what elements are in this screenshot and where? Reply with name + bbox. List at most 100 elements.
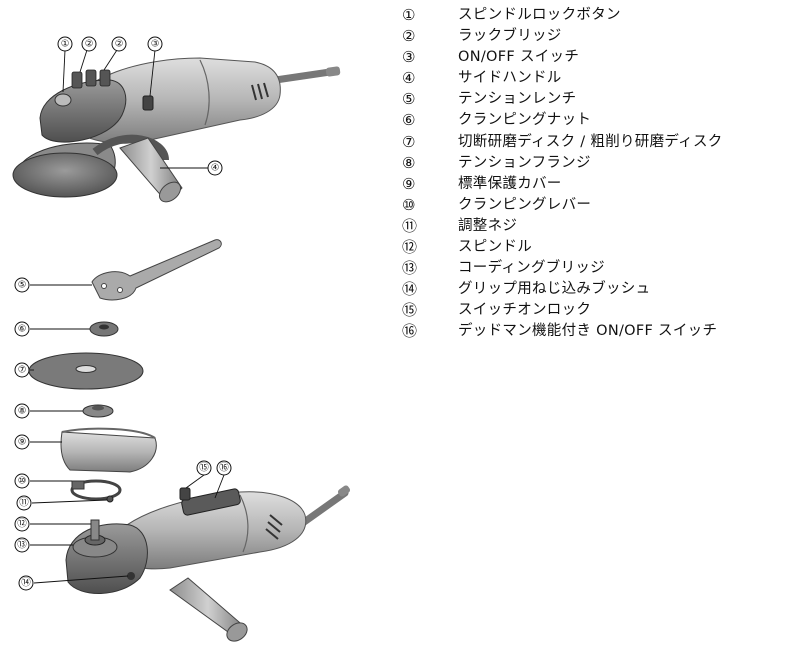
legend-item: ⑫ スピンドル bbox=[402, 237, 802, 258]
legend-label: デッドマン機能付き ON/OFF スイッチ bbox=[458, 323, 718, 340]
tension-flange-hub bbox=[92, 405, 104, 411]
legend-item: ⑧ テンションフランジ bbox=[402, 153, 802, 174]
spindle bbox=[90, 519, 100, 541]
vent-slots-bottom bbox=[265, 514, 283, 540]
legend-number: ⑦ bbox=[402, 132, 416, 151]
legend-item: ⑯ デッドマン機能付き ON/OFF スイッチ bbox=[402, 321, 802, 342]
legend-item: ⑪ 調整ネジ bbox=[402, 216, 802, 237]
callout-11: ⑪ bbox=[16, 495, 32, 511]
callout-4: ④ bbox=[207, 160, 223, 176]
cutting-disc-hole bbox=[75, 365, 97, 373]
svg-text:④: ④ bbox=[211, 163, 220, 174]
exploded-parts bbox=[28, 239, 222, 504]
callout-10: ⑩ bbox=[14, 473, 30, 489]
legend-label: 調整ネジ bbox=[458, 217, 518, 234]
svg-text:②: ② bbox=[115, 39, 124, 50]
grinder-bottom bbox=[65, 485, 351, 642]
svg-text:①: ① bbox=[61, 39, 70, 50]
callout-8: ⑧ bbox=[14, 403, 30, 419]
guard-arc bbox=[92, 134, 169, 161]
adjust-screw bbox=[106, 495, 114, 503]
clamping-nut-hole bbox=[99, 324, 109, 330]
clamping-lever bbox=[71, 480, 85, 490]
clamping-ring bbox=[70, 479, 122, 501]
callout-5: ⑤ bbox=[14, 277, 30, 293]
side-handle-end bbox=[158, 181, 182, 203]
grinding-disc bbox=[12, 152, 118, 198]
spindle-lock-button bbox=[54, 93, 72, 107]
housing-seam bbox=[199, 59, 210, 126]
housing-seam-bottom bbox=[239, 494, 249, 553]
side-handle-end-bottom bbox=[226, 622, 248, 642]
svg-text:③: ③ bbox=[151, 39, 160, 50]
legend-number: ⑫ bbox=[402, 238, 418, 257]
cord-end-bottom bbox=[337, 485, 351, 497]
legend-label: サイドハンドル bbox=[458, 70, 562, 87]
legend-number: ④ bbox=[402, 69, 416, 88]
legend-label: スイッチオンロック bbox=[458, 302, 592, 319]
wrench-pin-a bbox=[101, 283, 107, 289]
legend-label: ON/OFF スイッチ bbox=[458, 49, 580, 66]
legend-number: ⑨ bbox=[402, 174, 416, 193]
callouts: ① ② ② ③ ④ ⑤ ⑥ ⑦ ⑧ ⑨ ⑩ ⑪ ⑫ ⑬ ⑭ ⑮ ⑯ bbox=[14, 36, 232, 591]
svg-text:⑤: ⑤ bbox=[18, 280, 27, 291]
svg-text:②: ② bbox=[85, 39, 94, 50]
grinder-assembled bbox=[12, 57, 341, 203]
legend-item: ⑦ 切断研磨ディスク / 粗削り研磨ディスク bbox=[402, 132, 802, 153]
svg-text:⑨: ⑨ bbox=[18, 437, 27, 448]
leader-lines-bottom bbox=[30, 474, 225, 584]
legend-item: ⑮ スイッチオンロック bbox=[402, 300, 802, 321]
power-cord-bottom bbox=[296, 489, 349, 529]
svg-text:⑥: ⑥ bbox=[18, 324, 27, 335]
legend-number: ⑬ bbox=[402, 259, 418, 278]
legend-number: ⑤ bbox=[402, 90, 416, 109]
legend-label: クランピングレバー bbox=[458, 196, 592, 213]
callout-2a: ② bbox=[81, 36, 97, 52]
protection-guard bbox=[60, 431, 157, 473]
legend-item: ④ サイドハンドル bbox=[402, 68, 802, 89]
legend-item: ⑩ クランピングレバー bbox=[402, 195, 802, 216]
legend-label: スピンドル bbox=[458, 239, 532, 256]
svg-text:⑬: ⑬ bbox=[17, 540, 27, 551]
legend-number: ⑪ bbox=[402, 216, 418, 235]
legend-number: ① bbox=[402, 6, 416, 24]
callout-15: ⑮ bbox=[196, 460, 212, 476]
legend-label: テンションフランジ bbox=[458, 154, 591, 171]
rack-bridge-grips bbox=[71, 69, 111, 89]
vent-slots bbox=[251, 82, 269, 101]
svg-text:⑮: ⑮ bbox=[199, 463, 209, 474]
callout-3: ③ bbox=[147, 36, 163, 52]
svg-text:⑦: ⑦ bbox=[18, 365, 27, 376]
legend-number: ③ bbox=[402, 48, 416, 67]
legend-number: ⑮ bbox=[402, 301, 418, 320]
legend-number: ⑩ bbox=[402, 195, 416, 214]
callout-12: ⑫ bbox=[14, 516, 30, 532]
legend-label: グリップ用ねじ込みブッシュ bbox=[458, 281, 651, 298]
cord-end bbox=[325, 66, 341, 77]
callout-7: ⑦ bbox=[14, 362, 30, 378]
wrench-pin-b bbox=[117, 287, 123, 293]
svg-text:⑪: ⑪ bbox=[19, 498, 29, 509]
legend-number: ⑯ bbox=[402, 322, 418, 341]
deadman-switch bbox=[181, 488, 241, 516]
legend-number: ⑧ bbox=[402, 153, 416, 172]
legend-label: 切断研磨ディスク / 粗削り研磨ディスク bbox=[458, 133, 723, 150]
legend-number: ② bbox=[402, 27, 416, 46]
legend-number: ⑭ bbox=[402, 280, 418, 299]
legend-item: ⑭ グリップ用ねじ込みブッシュ bbox=[402, 279, 802, 300]
leader-11 bbox=[31, 499, 108, 504]
switch-on-lock bbox=[179, 487, 191, 501]
svg-text:⑩: ⑩ bbox=[18, 476, 27, 487]
gear-head-bottom bbox=[65, 523, 148, 594]
callout-9: ⑨ bbox=[14, 434, 30, 450]
callout-13: ⑬ bbox=[14, 537, 30, 553]
svg-text:⑯: ⑯ bbox=[219, 463, 229, 474]
